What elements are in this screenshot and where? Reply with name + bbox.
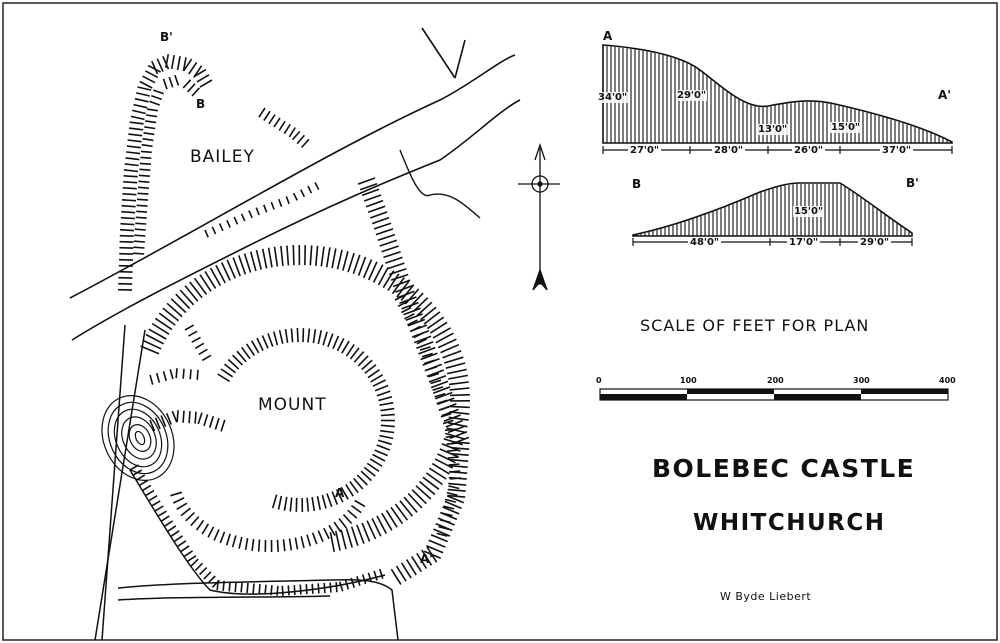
- section-b-height-1: 15'0": [793, 206, 825, 217]
- scale-title: SCALE OF FEET FOR PLAN: [640, 316, 870, 335]
- map-subtitle: WHITCHURCH: [693, 510, 886, 536]
- plan-mark-a-prime: A': [420, 552, 433, 566]
- scale-bar: [599, 388, 949, 401]
- section-b-end-label: B': [906, 176, 919, 190]
- stream-line: [399, 149, 481, 219]
- section-a-height-1: 34'0": [597, 92, 629, 103]
- section-b-length-3: 29'0": [858, 237, 892, 248]
- section-a-profile: [602, 44, 953, 151]
- scale-tick-300: 300: [853, 376, 870, 385]
- bailey-label: BAILEY: [190, 147, 255, 167]
- plan-mark-b: B: [196, 97, 206, 111]
- section-a-end-label: A': [938, 88, 951, 102]
- road: [69, 27, 521, 341]
- section-a-start-label: A: [603, 29, 613, 43]
- section-b-profile: [632, 182, 913, 243]
- plan-mark-a: A: [335, 486, 345, 500]
- section-a-height-2: 29'0": [676, 90, 708, 101]
- section-b-length-2: 17'0": [787, 237, 821, 248]
- section-b-length-1: 48'0": [688, 237, 722, 248]
- author-credit: W Byde Liebert: [720, 590, 812, 603]
- scale-tick-100: 100: [680, 376, 697, 385]
- earthwork-hachures: [117, 53, 471, 596]
- section-a-height-3: 13'0": [757, 124, 789, 135]
- north-arrow-icon: [518, 142, 560, 291]
- contoured-mound: [101, 395, 175, 481]
- map-title: BOLEBEC CASTLE: [652, 454, 916, 483]
- scale-tick-0: 0: [596, 376, 602, 385]
- scale-tick-400: 400: [939, 376, 956, 385]
- section-a-height-4: 15'0": [830, 122, 862, 133]
- section-a-length-1: 27'0": [628, 145, 662, 156]
- section-a-length-4: 37'0": [880, 145, 914, 156]
- plan-mark-b-prime: B': [160, 30, 173, 44]
- section-a-length-3: 26'0": [792, 145, 826, 156]
- scale-tick-200: 200: [767, 376, 784, 385]
- section-a-length-2: 28'0": [712, 145, 746, 156]
- mount-label: MOUNT: [258, 395, 327, 415]
- section-b-start-label: B: [632, 177, 642, 191]
